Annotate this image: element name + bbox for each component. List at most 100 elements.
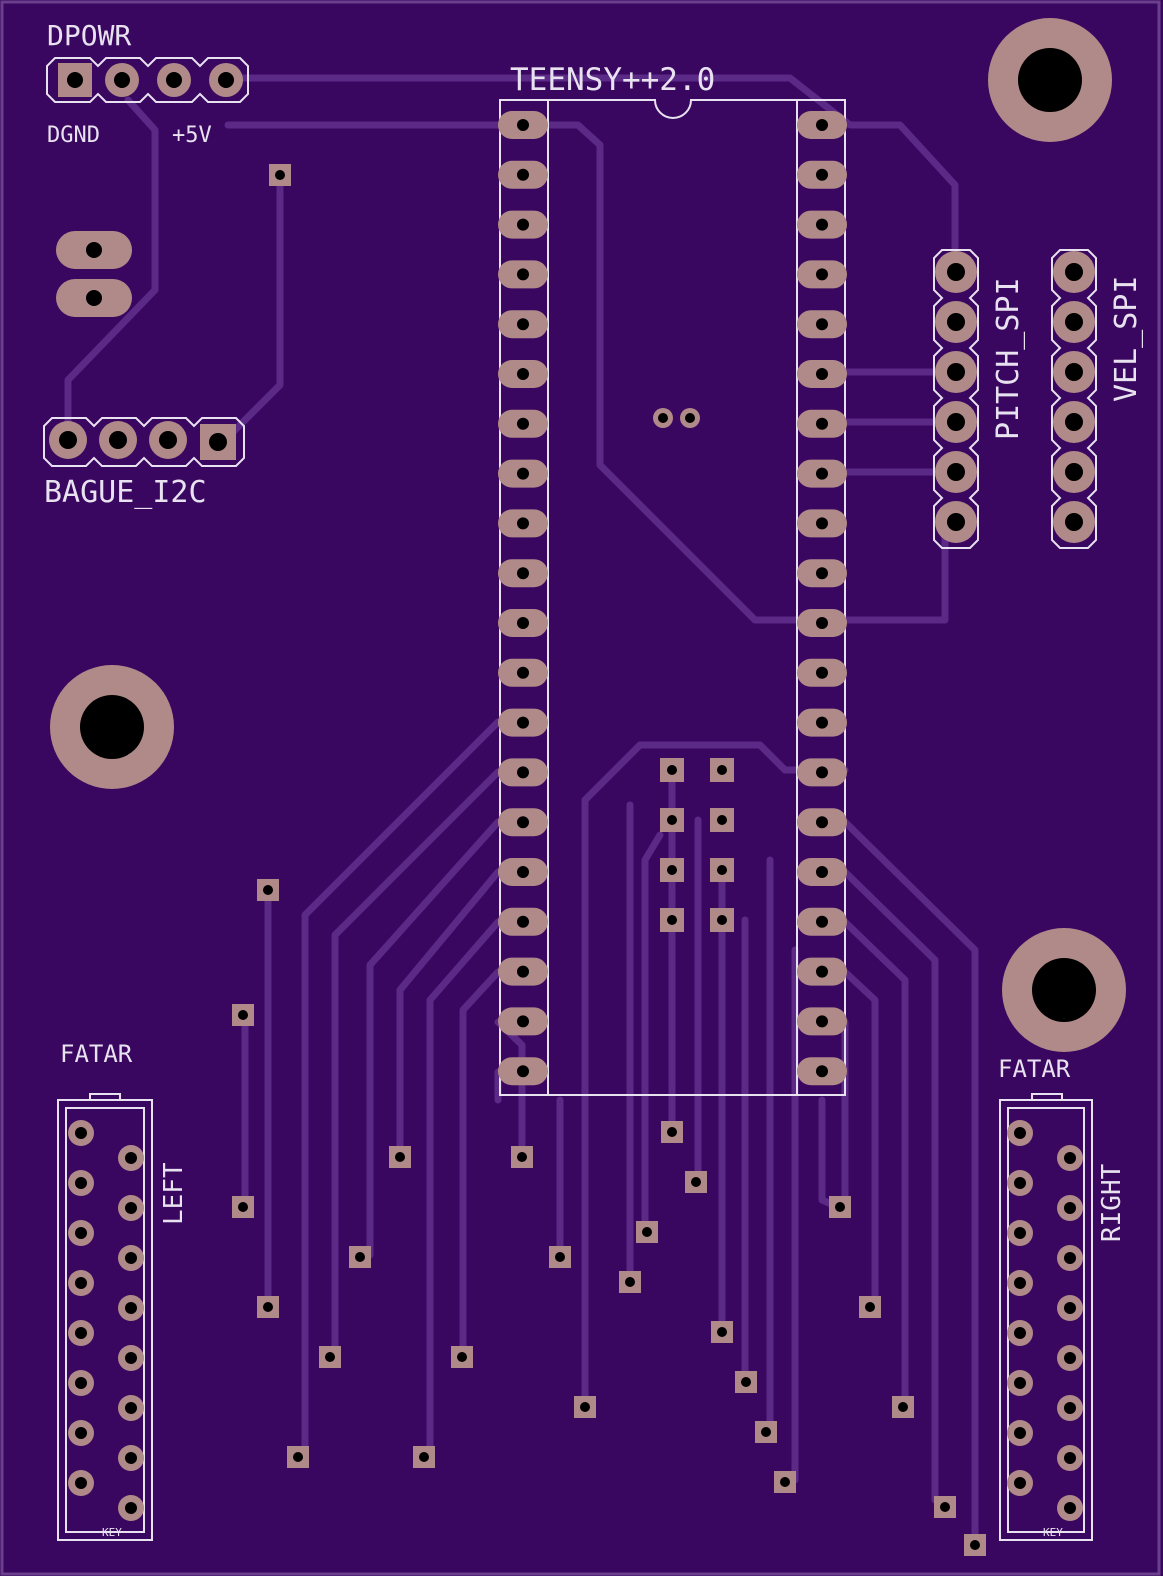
teensy-label: TEENSY++2.0 [510, 62, 715, 98]
drill-hole [947, 313, 965, 331]
silkscreen-outlines [43, 57, 1097, 1541]
drill-hole [1014, 1127, 1026, 1139]
drill-hole [517, 168, 529, 181]
drill-hole [517, 716, 529, 729]
drill-hole [75, 1277, 87, 1289]
fatar-right-label: FATAR [998, 1055, 1071, 1083]
drill-hole [517, 915, 529, 928]
drill-hole [816, 617, 828, 629]
traces [64, 74, 979, 1549]
drill-hole [1064, 1402, 1076, 1414]
drill-hole [238, 1202, 248, 1212]
drill-hole [517, 1015, 529, 1028]
drill-hole [816, 268, 828, 281]
drill-hole [75, 1227, 87, 1239]
vel-spi-label: VEL_SPI [1109, 276, 1144, 402]
dpowr-outline [46, 57, 249, 103]
drill-hole [761, 1427, 771, 1437]
drill-hole [517, 766, 529, 779]
drill-hole [816, 318, 828, 331]
key-right-label: KEY [1043, 1526, 1063, 1539]
drill-hole [816, 1015, 828, 1028]
drill-hole [816, 168, 828, 181]
drill-hole [125, 1202, 137, 1214]
drill-hole [517, 617, 529, 629]
pitch-spi-outline [933, 249, 979, 549]
drill-hole [1064, 1452, 1076, 1464]
drill-hole [109, 431, 127, 449]
drill-hole [947, 513, 965, 531]
drill-hole [125, 1402, 137, 1414]
drill-hole [580, 1402, 590, 1412]
drill-hole [75, 1377, 87, 1389]
drill-hole [816, 666, 828, 679]
drill-hole [395, 1152, 405, 1162]
left-label: LEFT [159, 1162, 189, 1225]
drill-hole [816, 467, 828, 480]
drill-hole [1014, 1377, 1026, 1389]
drill-hole [517, 467, 529, 480]
bague-i2c-outline [43, 417, 245, 467]
drill-hole [355, 1252, 365, 1262]
drill-hole [947, 363, 965, 381]
drill-hole [209, 433, 227, 451]
solder-jumper [56, 231, 132, 317]
drill-hole [717, 915, 727, 925]
fatar-left-label: FATAR [60, 1040, 133, 1068]
drill-hole [59, 431, 77, 449]
drill-hole [947, 413, 965, 431]
drill-hole [816, 1065, 828, 1078]
drill-hole [517, 866, 529, 878]
drill-hole [658, 413, 668, 423]
drill-hole [517, 417, 529, 430]
drill-hole [898, 1402, 908, 1412]
drill-hole [517, 666, 529, 679]
drill-hole [293, 1452, 303, 1462]
drill-hole [517, 816, 529, 829]
drill-hole [970, 1540, 980, 1550]
drill-hole [816, 368, 828, 380]
drill-hole [325, 1352, 335, 1362]
drill-hole [816, 816, 828, 829]
drill-hole [517, 368, 529, 380]
drill-hole [114, 72, 130, 88]
drill-hole [947, 463, 965, 481]
drill-hole [691, 1177, 701, 1187]
drill-hole [125, 1352, 137, 1364]
drill-hole [865, 1302, 875, 1312]
drill-hole [75, 1477, 87, 1489]
drill-hole [1065, 313, 1083, 331]
drill-hole [667, 865, 677, 875]
dpowr-label: DPOWR [47, 19, 131, 52]
drill-hole [1065, 363, 1083, 381]
drill-hole [1064, 1252, 1076, 1264]
silkscreen-text: DPOWR DGND +5V TEENSY++2.0 PITCH_SPI VEL… [44, 19, 1144, 1539]
mounting-holes [50, 18, 1126, 1052]
drill-hole [816, 716, 828, 729]
drill-hole [75, 1177, 87, 1189]
drill-hole [125, 1152, 137, 1164]
drill-hole [685, 413, 695, 423]
drill-hole [1065, 413, 1083, 431]
drill-hole [238, 1010, 248, 1020]
drill-hole [717, 865, 727, 875]
drill-hole [1065, 463, 1083, 481]
drill-hole [1014, 1277, 1026, 1289]
pads [49, 63, 1095, 1556]
drill-hole [125, 1252, 137, 1264]
drill-hole [1065, 263, 1083, 281]
drill-hole [517, 218, 529, 231]
drill-hole [1064, 1152, 1076, 1164]
drill-hole [125, 1502, 137, 1514]
drill-hole [1014, 1177, 1026, 1189]
drill-hole [218, 72, 234, 88]
dgnd-label: DGND [47, 123, 100, 148]
drill-hole [940, 1502, 950, 1512]
drill-hole [816, 119, 828, 131]
drill-hole [419, 1452, 429, 1462]
vel-spi-outline [1051, 249, 1097, 549]
drill-hole [667, 815, 677, 825]
drill-hole [517, 965, 529, 978]
